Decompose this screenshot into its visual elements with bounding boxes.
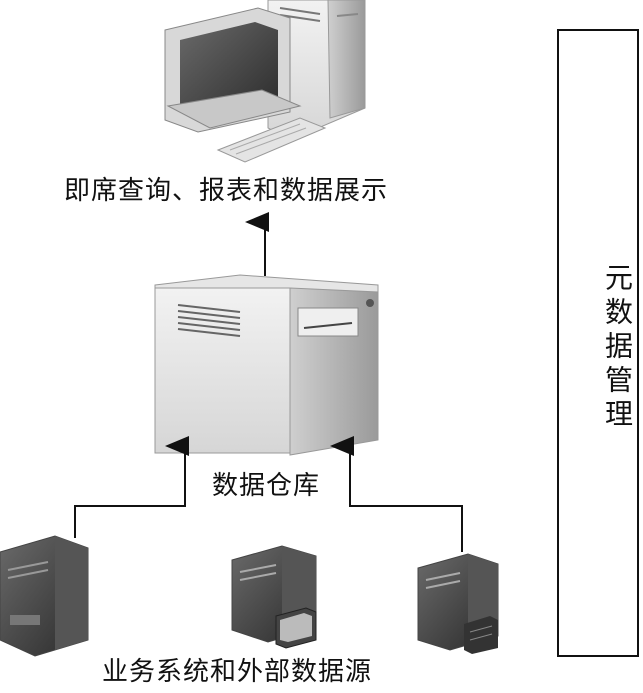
data-warehouse-server-icon [154,274,379,456]
metadata-management-box: 元数据管理 [557,29,639,657]
metadata-management-label: 元数据管理 [601,263,634,433]
data-sources-label: 业务系统和外部数据源 [102,657,373,687]
data-warehouse-label: 数据仓库 [212,471,321,501]
arrow-right-source-to-warehouse [330,436,463,552]
source-server-left-icon [0,535,89,657]
source-server-middle-icon [231,545,317,649]
top-label: 即席查询、报表和数据展示 [64,176,389,206]
desktop-computer-icon [164,0,366,163]
source-server-right-icon [417,553,499,654]
arrow-left-source-to-warehouse [74,436,189,538]
